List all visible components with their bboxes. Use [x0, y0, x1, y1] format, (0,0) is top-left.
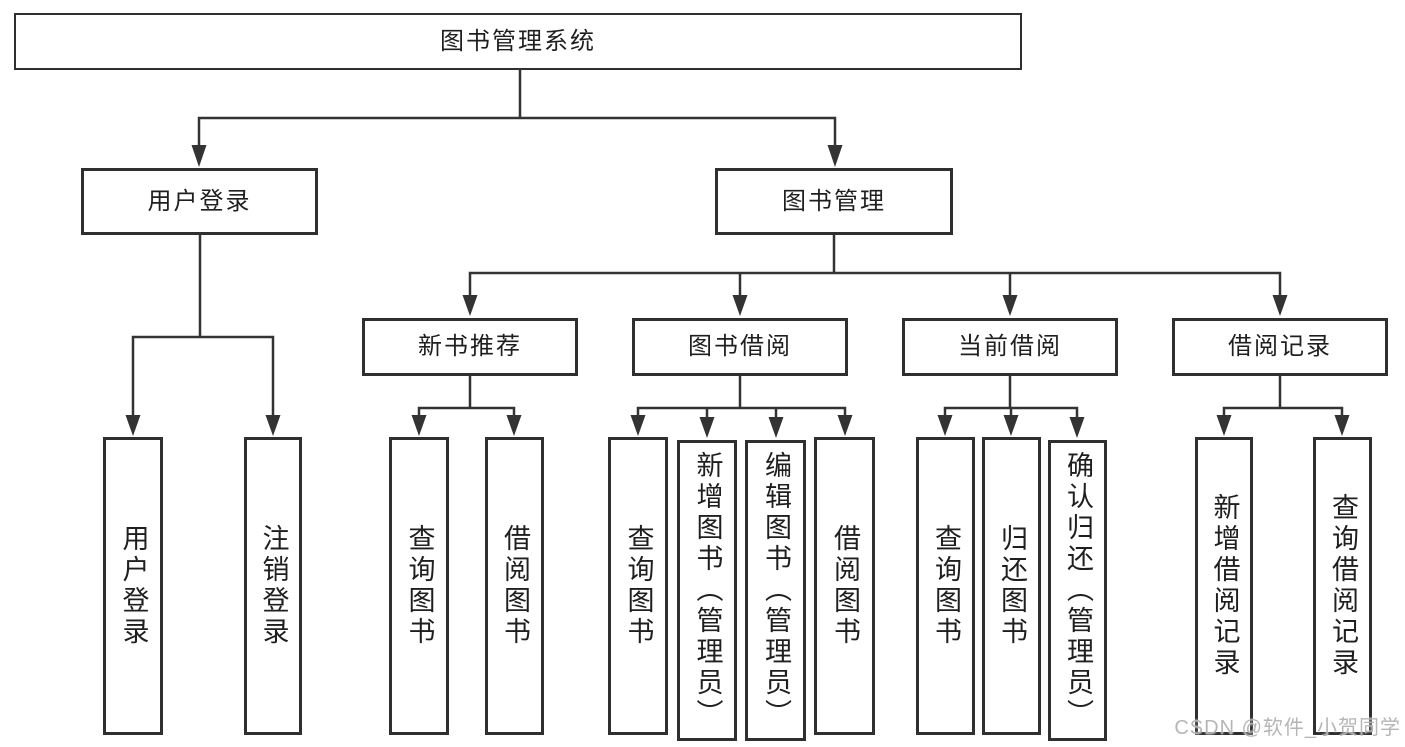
arrow-borrowing-borrow	[837, 415, 853, 436]
arrow-to-book-management	[827, 145, 843, 167]
node-book-borrowing: 图书借阅	[632, 318, 848, 376]
connector-bookmgmt-split	[468, 271, 1282, 297]
node-label: 图书管理系统	[440, 27, 596, 55]
node-records-add-record: 新增借阅记录	[1195, 437, 1253, 735]
arrow-to-login-leaf	[125, 415, 141, 436]
node-logout: 注销登录	[244, 437, 302, 735]
node-label: 新书推荐	[418, 333, 522, 360]
node-borrowing-edit-book-admin: 编辑图书（管理员）	[745, 440, 806, 741]
arrow-to-book-borrowing	[732, 295, 748, 316]
connector-recommend-split	[417, 406, 516, 416]
arrow-recommend-query	[411, 415, 427, 436]
arrow-current-confirm	[1069, 417, 1085, 438]
arrow-current-return	[1003, 415, 1019, 436]
node-library-management-system: 图书管理系统	[14, 13, 1022, 70]
node-recommend-query-books: 查询图书	[389, 437, 449, 735]
node-user-login: 用户登录	[81, 168, 318, 235]
node-recommend-borrow-books: 借阅图书	[485, 437, 544, 735]
node-user-login-leaf: 用户登录	[103, 437, 163, 735]
arrow-to-borrowing-records	[1272, 295, 1288, 316]
connector-borrowing-split	[636, 406, 847, 417]
node-borrowing-add-book-admin: 新增图书（管理员）	[677, 440, 737, 741]
node-label: 借阅图书	[830, 524, 860, 648]
node-label: 查询图书	[931, 524, 961, 648]
node-label: 归还图书	[997, 524, 1027, 648]
node-label: 用户登录	[118, 524, 149, 648]
node-label: 图书借阅	[688, 333, 792, 360]
node-current-return-books: 归还图书	[982, 437, 1041, 735]
node-label: 当前借阅	[958, 333, 1062, 360]
connector-userlogin-split	[131, 335, 275, 416]
arrow-current-query	[937, 415, 953, 436]
node-label: 借阅记录	[1228, 333, 1332, 360]
node-records-query-record: 查询借阅记录	[1313, 437, 1372, 735]
node-book-management: 图书管理	[715, 168, 953, 235]
arrow-borrowing-add	[699, 417, 715, 438]
node-label: 用户登录	[147, 187, 252, 215]
node-label: 图书管理	[782, 187, 886, 215]
node-borrowing-query-books: 查询图书	[608, 437, 668, 735]
arrow-to-current-borrowing	[1002, 295, 1018, 316]
arrow-records-query	[1334, 415, 1350, 436]
node-current-query-books: 查询图书	[916, 437, 975, 735]
arrow-borrowing-edit	[768, 417, 784, 438]
arrow-to-new-book-recommend	[462, 295, 478, 316]
connector-root-split	[197, 116, 837, 146]
node-label: 新增借阅记录	[1209, 493, 1240, 679]
node-new-book-recommendation: 新书推荐	[362, 318, 578, 376]
node-label: 借阅图书	[500, 524, 530, 648]
node-label: 新增图书（管理员）	[692, 451, 723, 730]
arrow-borrowing-query	[630, 415, 646, 436]
arrow-to-user-login	[191, 145, 207, 167]
node-label: 确认归还（管理员）	[1063, 451, 1093, 730]
connector-records-split	[1222, 406, 1344, 416]
node-label: 查询图书	[623, 524, 654, 648]
node-borrowing-borrow-books: 借阅图书	[814, 437, 875, 735]
node-current-confirm-return-admin: 确认归还（管理员）	[1048, 440, 1107, 741]
arrow-to-logout-leaf	[265, 415, 281, 436]
node-label: 查询图书	[404, 524, 435, 648]
node-label: 注销登录	[258, 524, 289, 648]
arrow-records-add	[1216, 415, 1232, 436]
node-borrowing-records: 借阅记录	[1172, 318, 1388, 376]
node-label: 编辑图书（管理员）	[761, 451, 791, 730]
node-label: 查询借阅记录	[1328, 493, 1358, 679]
arrow-recommend-borrow	[506, 415, 522, 436]
csdn-watermark: CSDN @软件_小贺同学	[1174, 717, 1401, 739]
node-current-borrowing: 当前借阅	[902, 318, 1118, 376]
